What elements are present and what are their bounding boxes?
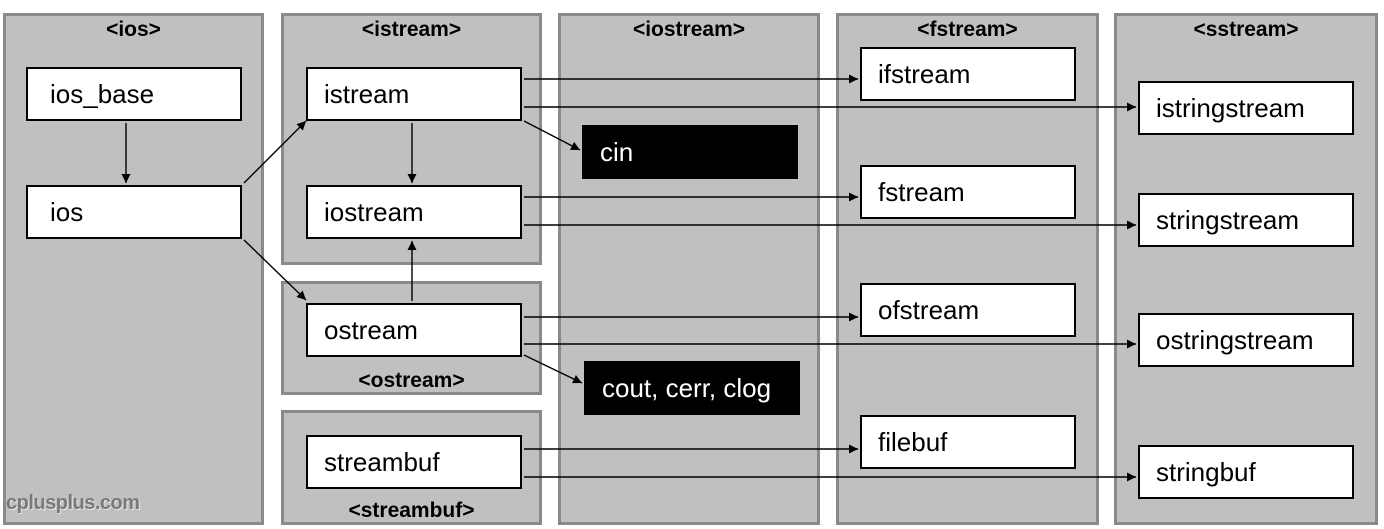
class-iostream: iostream	[306, 185, 522, 239]
arrow-istream-to-cin	[523, 120, 581, 151]
class-filebuf: filebuf	[860, 415, 1076, 469]
panel-iostream-title: <iostream>	[632, 18, 746, 41]
class-ios: ios	[26, 185, 242, 239]
class-ostream: ostream	[306, 303, 522, 357]
class-fstream: fstream	[860, 165, 1076, 219]
object-cout-cerr-clog: cout, cerr, clog	[584, 361, 800, 415]
object-cin: cin	[582, 125, 798, 179]
watermark-logo: cplusplus.com	[6, 492, 140, 514]
panel-ios-title: <ios>	[106, 18, 161, 41]
panel-istream-title: <istream>	[361, 18, 462, 41]
panel-fstream-title: <fstream>	[917, 18, 1018, 41]
panel-streambuf-title: <streambuf>	[348, 499, 475, 522]
class-streambuf: streambuf	[306, 435, 522, 489]
class-ostringstream: ostringstream	[1138, 313, 1354, 367]
arrow-ios-to-istream	[243, 120, 307, 184]
panel-iostream: <iostream>	[558, 13, 820, 525]
class-ofstream: ofstream	[860, 283, 1076, 337]
arrow-ios-to-ostream	[243, 239, 307, 301]
class-ifstream: ifstream	[860, 47, 1076, 101]
class-stringbuf: stringbuf	[1138, 445, 1354, 499]
panel-ostream-title: <ostream>	[358, 369, 465, 392]
class-istringstream: istringstream	[1138, 81, 1354, 135]
class-stringstream: stringstream	[1138, 193, 1354, 247]
class-istream: istream	[306, 67, 522, 121]
arrow-ostream-to-cout	[523, 354, 583, 384]
class-ios-base: ios_base	[26, 67, 242, 121]
panel-sstream-title: <sstream>	[1193, 18, 1299, 41]
